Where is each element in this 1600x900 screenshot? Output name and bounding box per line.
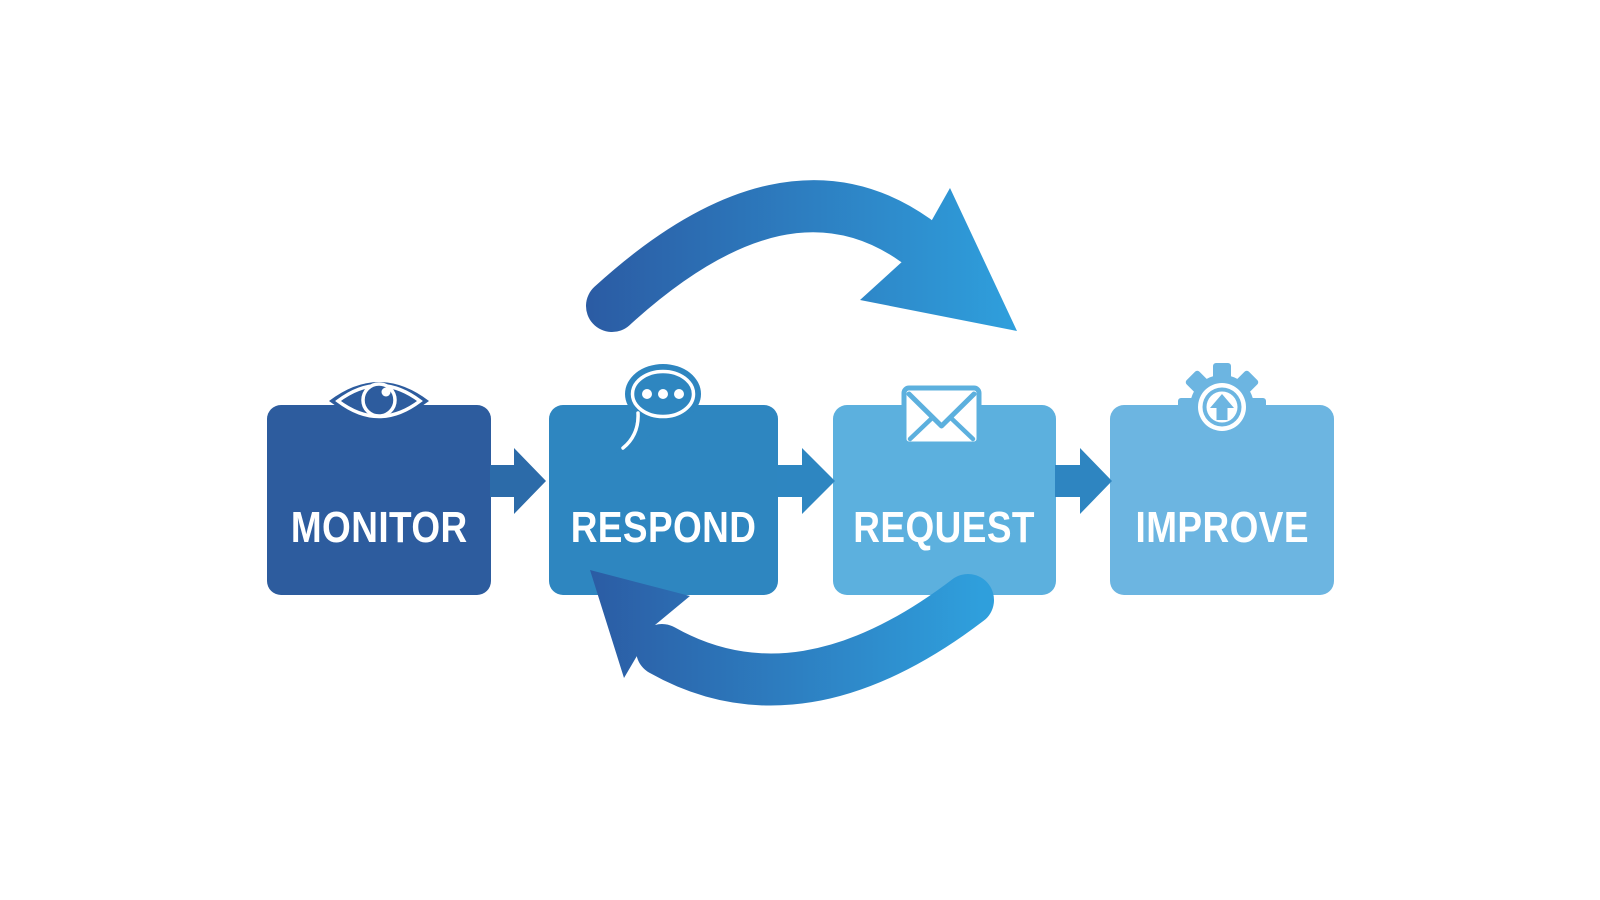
step-box-request: REQUEST <box>833 405 1056 595</box>
step-label-respond: RESPOND <box>570 502 757 552</box>
step-label-improve: IMPROVE <box>1135 502 1309 552</box>
step-box-respond: RESPOND <box>549 405 778 595</box>
cycle-arrow-top-icon <box>586 180 1017 332</box>
connector-arrow-respond-request <box>777 448 835 514</box>
connector-arrow-monitor-respond <box>490 448 546 514</box>
step-label-request: REQUEST <box>853 502 1036 552</box>
connector-arrow-request-improve <box>1055 448 1112 514</box>
step-box-monitor: MONITOR <box>267 405 491 595</box>
step-box-improve: IMPROVE <box>1110 405 1334 595</box>
step-label-monitor: MONITOR <box>290 502 468 552</box>
